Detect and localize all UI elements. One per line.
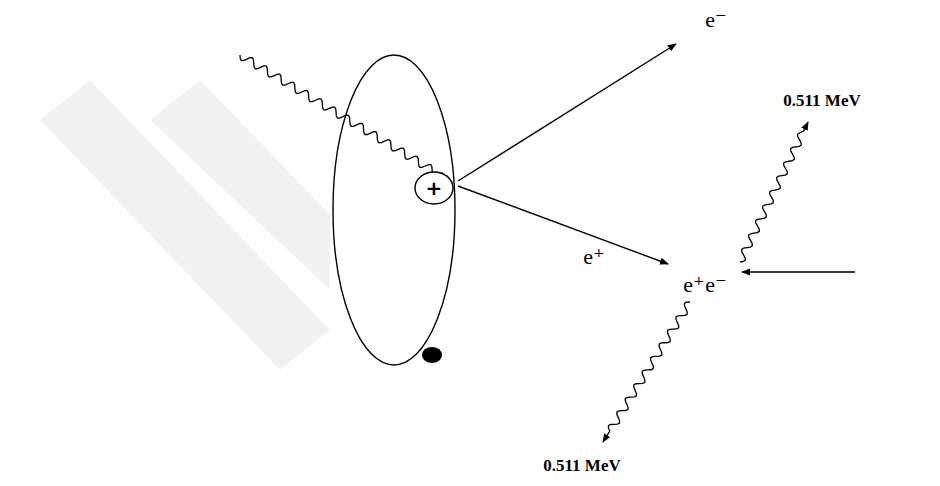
nucleus-ellipse [415, 172, 453, 204]
incoming-photon [240, 55, 452, 182]
watermark-band [150, 80, 330, 290]
particle-label: e⁻ [705, 7, 726, 33]
positron-track [458, 186, 668, 264]
orbital-electron [422, 347, 442, 363]
watermark-band [40, 80, 330, 370]
nucleus-circle: + [414, 171, 454, 205]
energy-label: 0.511 MeV [783, 91, 860, 111]
electron-arrow [742, 271, 855, 272]
particle-label: e⁺ [583, 244, 604, 270]
particle-label: e⁻ [705, 272, 726, 298]
charge-sign: + [414, 171, 454, 205]
electron-orbit [333, 55, 455, 365]
annihilation-photon [603, 302, 690, 442]
particle-label: e⁺ [683, 272, 704, 298]
energy-label: 0.511 MeV [543, 456, 620, 476]
annihilation-photon [740, 122, 808, 262]
electron-track [458, 44, 676, 181]
